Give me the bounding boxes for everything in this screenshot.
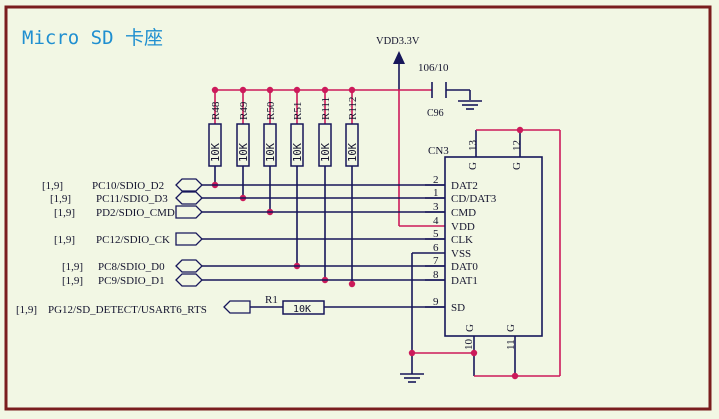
junction-dot <box>348 280 356 288</box>
signal-lines <box>202 184 445 281</box>
resistor-designator: R111 <box>320 97 332 120</box>
junction-dot <box>293 86 301 94</box>
pin-number: 9 <box>433 296 439 308</box>
junction-dot <box>266 86 274 94</box>
net-name: PC10/SDIO_D2 <box>92 180 164 192</box>
net-ref: [1,9] <box>54 234 75 246</box>
net-name: PD2/SDIO_CMD <box>96 207 175 219</box>
r1-designator: R1 <box>265 294 278 306</box>
net-name: PC9/SDIO_D1 <box>98 275 165 287</box>
pin-number: 1 <box>433 187 439 199</box>
resistor-value: 10K <box>320 142 332 162</box>
net-port-icon <box>175 178 203 192</box>
net-port-icon <box>175 259 203 273</box>
junction-dot <box>348 86 356 94</box>
net-name: PG12/SD_DETECT/USART6_RTS <box>48 304 207 316</box>
pin-name: DAT1 <box>451 275 478 287</box>
pin10-g: G <box>464 324 476 332</box>
net-port-icon <box>223 300 251 314</box>
resistor-designator: R49 <box>238 101 250 120</box>
net-port-icon <box>175 232 203 246</box>
pin13-g: G <box>467 162 479 170</box>
connector-body <box>444 156 543 337</box>
junction-dot <box>516 126 524 134</box>
pin-name: CLK <box>451 234 473 246</box>
resistor-designator: R112 <box>347 97 359 120</box>
pin-number: 5 <box>433 228 439 240</box>
pin-number: 7 <box>433 255 439 267</box>
net-port-icon <box>175 205 203 219</box>
resistor-value: 10K <box>238 142 250 162</box>
pin11-number: 11 <box>505 339 517 350</box>
resistor-designator: R50 <box>265 101 277 120</box>
pin12-number: 12 <box>511 140 523 151</box>
pin13-number: 13 <box>467 140 479 152</box>
pin-name: VDD <box>451 221 475 233</box>
connector-designator: CN3 <box>428 145 449 157</box>
sheet-border <box>4 5 712 411</box>
net-ref: [1,9] <box>16 304 37 316</box>
net-ref: [1,9] <box>62 275 83 287</box>
pin-number: 4 <box>433 215 439 227</box>
junction-dot <box>239 86 247 94</box>
junction-dot <box>511 372 519 380</box>
net-port-icon <box>175 191 203 205</box>
net-ref: [1,9] <box>42 180 63 192</box>
junction-dot <box>321 86 329 94</box>
cap-value: 106/10 <box>418 62 449 74</box>
power-label: VDD3.3V <box>376 36 420 47</box>
net-name: PC11/SDIO_D3 <box>96 193 168 205</box>
pin-number: 8 <box>433 269 439 281</box>
net-ref: [1,9] <box>62 261 83 273</box>
net-ref: [1,9] <box>50 193 71 205</box>
net-name: PC12/SDIO_CK <box>96 234 170 246</box>
resistor-value: 10K <box>210 142 222 162</box>
net-ref: [1,9] <box>54 207 75 219</box>
pin-name: VSS <box>451 248 471 260</box>
pin-number: 2 <box>433 174 439 186</box>
junction-dot <box>408 349 416 357</box>
pin10-number: 10 <box>463 339 475 351</box>
pin11-g: G <box>505 324 517 332</box>
cap-designator: C96 <box>427 108 444 119</box>
resistor-designator: R48 <box>210 101 222 120</box>
pin-name: DAT2 <box>451 180 478 192</box>
resistor-value: 10K <box>292 142 304 162</box>
pin-name: DAT0 <box>451 261 478 273</box>
net-name: PC8/SDIO_D0 <box>98 261 165 273</box>
junction-dot <box>470 349 478 357</box>
pin-number: 3 <box>433 201 439 213</box>
resistor-value: 10K <box>347 142 359 162</box>
pullup-resistors: R48 10K R49 10K R50 10K R51 10K R111 10K R112 10K <box>208 86 359 288</box>
net-port-icon <box>175 273 203 287</box>
pin-number: 6 <box>433 242 439 254</box>
pin-name: SD <box>451 302 465 314</box>
pin-name: CMD <box>451 207 476 219</box>
r1-value: 10K <box>293 304 311 315</box>
pin-name: CD/DAT3 <box>451 193 497 205</box>
pin12-g: G <box>511 162 523 170</box>
net-labels: [1,9] PC10/SDIO_D2 [1,9] PC11/SDIO_D3 [1,9] P… <box>16 178 251 316</box>
power-arrow-icon <box>393 51 405 64</box>
sheet-title: Micro SD 卡座 <box>22 27 163 49</box>
resistor-value: 10K <box>265 142 277 162</box>
junction-dot <box>211 86 219 94</box>
resistor-designator: R51 <box>292 102 304 120</box>
